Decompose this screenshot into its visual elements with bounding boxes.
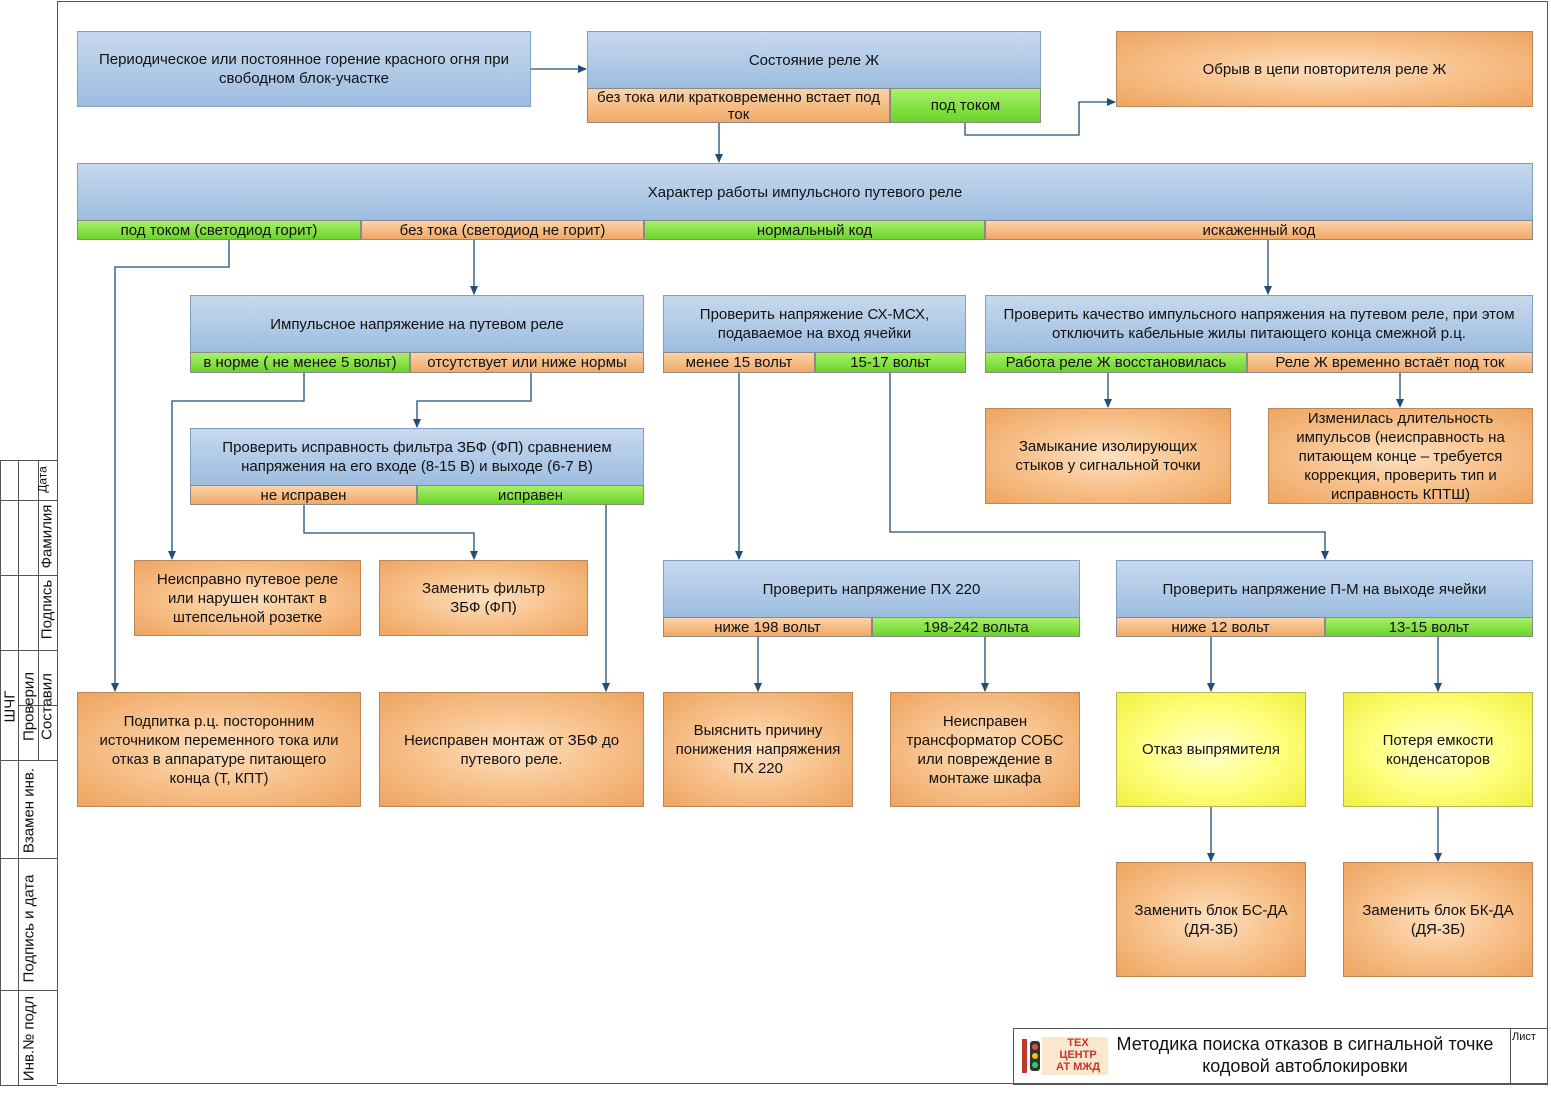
arrow-ledon-to-source (111, 240, 230, 692)
box-rectifier-failure: Отказ выпрямителя (1116, 692, 1306, 807)
cell-zh-restored: Работа реле Ж восстановилась (985, 352, 1247, 373)
cell-normal-code: нормальный код (644, 220, 985, 240)
box-start: Периодическое или постоянное горение кра… (77, 31, 531, 107)
sheet-label: Лист (1512, 1031, 1536, 1043)
cell-voltage-low: отсутствует или ниже нормы (410, 352, 644, 373)
title-stamp (1013, 1028, 1548, 1085)
arrow-vlow-to-filter (413, 373, 532, 428)
box-check-shx: Проверить напряжение СХ-МСХ, подаваемое … (663, 295, 966, 353)
arrow-filterbad-to-replace (303, 505, 478, 560)
cell-filter-good: исправен (417, 485, 644, 505)
cell-pm-ok: 13-15 вольт (1325, 617, 1533, 637)
logo-line2: ЦЕНТР (1059, 1049, 1097, 1061)
box-check-filter: Проверить исправность фильтра ЗБФ (ФП) с… (190, 428, 644, 486)
label-checked: Проверил (20, 671, 38, 742)
cell-voltage-ok: в норме ( не менее 5 вольт) (190, 352, 410, 373)
cell-px-low: ниже 198 вольт (663, 617, 872, 637)
box-capacitor-loss: Потеря емкости конденсаторов (1343, 692, 1533, 807)
box-faulty-relay: Неисправно путевое реле или нарушен конт… (134, 560, 361, 636)
box-replace-bs: Заменить блок БС-ДА (ДЯ-3Б) (1116, 862, 1306, 977)
box-relay-zh: Состояние реле Ж (587, 31, 1041, 89)
box-check-quality: Проверить качество импульсного напряжени… (985, 295, 1533, 353)
label-inv-no: Инв.№ подл (20, 995, 38, 1082)
label-made: Составил (38, 673, 56, 740)
cell-shx-ok: 15-17 вольт (815, 352, 966, 373)
cell-px-ok: 198-242 вольта (872, 617, 1080, 637)
sheet-box (1510, 1028, 1548, 1085)
arrow-relayon-to-break (964, 98, 1116, 136)
box-faulty-transformer: Неисправен трансформатор СОБС или повреж… (890, 692, 1080, 807)
cell-pm-low: ниже 12 вольт (1116, 617, 1325, 637)
box-break-circuit: Обрыв в цепи повторителя реле Ж (1116, 31, 1533, 107)
box-replace-bk: Заменить блок БК-ДА (ДЯ-3Б) (1343, 862, 1533, 977)
cell-distorted-code: искаженный код (985, 220, 1533, 240)
cell-relay-zh-on: под током (890, 88, 1041, 123)
arrow-vok-to-faultyrelay (168, 373, 305, 560)
box-isolating-joints: Замыкание изолирующих стыков у сигнально… (985, 408, 1231, 504)
box-faulty-wiring: Неисправен монтаж от ЗБФ до путевого рел… (379, 692, 644, 807)
box-check-px: Проверить напряжение ПХ 220 (663, 560, 1080, 618)
cell-zh-temporary: Реле Ж временно встаёт под ток (1247, 352, 1533, 373)
drawing-frame (57, 1, 1548, 1084)
cell-led-on: под током (светодиод горит) (77, 220, 361, 240)
logo-line3: АТ МЖД (1055, 1061, 1101, 1073)
document-title: Методика поиска отказов в сигнальной точ… (1116, 1034, 1494, 1076)
box-replace-filter: Заменить фильтр ЗБФ (ФП) (379, 560, 588, 636)
side-stamp (0, 460, 57, 1086)
box-pulse-duration: Изменилась длительность импульсов (неисп… (1268, 408, 1533, 504)
company-logo: ТЕХ ЦЕНТР АТ МЖД (1020, 1035, 1110, 1077)
box-find-reason: Выяснить причину понижения напряжения ПХ… (663, 692, 853, 807)
label-replace-inv: Взамен инв. (20, 767, 38, 854)
box-foreign-source: Подпитка р.ц. посторонним источником пер… (77, 692, 361, 807)
label-signature: Подпись (38, 579, 56, 640)
cell-shx-low: менее 15 вольт (663, 352, 815, 373)
logo-line1: ТЕХ (1067, 1037, 1089, 1049)
cell-relay-zh-off: без тока или кратковременно встает под т… (587, 88, 890, 123)
box-impulse-voltage: Импульсное напряжение на путевом реле (190, 295, 644, 353)
cell-led-off: без тока (светодиод не горит) (361, 220, 644, 240)
cell-filter-bad: не исправен (190, 485, 417, 505)
arrow-shxok-to-pm (889, 373, 1329, 560)
box-check-pm: Проверить напряжение П-М на выходе ячейк… (1116, 560, 1533, 618)
box-impulse-relay: Характер работы импульсного путевого рел… (77, 163, 1533, 221)
label-shch: ШЧГ (1, 690, 19, 723)
